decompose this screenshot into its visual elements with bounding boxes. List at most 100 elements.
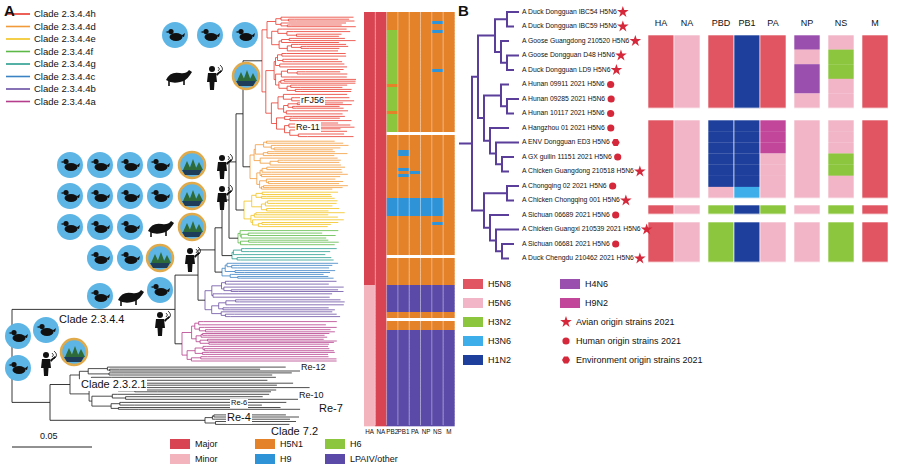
heatmap-cell [421,297,433,300]
heatmap-cell [364,45,376,48]
heatmap-cell [432,159,444,162]
heatmap-cell [375,18,387,21]
heatmap-cell [375,375,387,378]
heatmap-cell [443,117,455,120]
heatmap-cell [375,288,387,291]
heatmap-cell [443,315,455,318]
heatmap-cell [398,54,410,57]
heatmap-cell [409,207,421,210]
heatmap-cell [375,237,387,240]
heatmap-cell [409,12,421,15]
heatmap-cell [364,30,376,33]
heatmap-cell [387,111,399,114]
heatmap-cell [409,300,421,303]
heatmap-cell [432,264,444,267]
heatmap-outline [674,222,700,262]
heatmap-cell [443,156,455,159]
heatmap-cell [364,33,376,36]
heatmap-cell [364,54,376,57]
heatmap-cell [443,129,455,132]
heatmap-cell [387,96,399,99]
heatmap-cell [421,111,433,114]
heatmap-cell [364,366,376,369]
heatmap-cell [443,219,455,222]
heatmap-cell [443,186,455,189]
heatmap-cell [432,174,444,177]
heatmap-cell [364,201,376,204]
heatmap-cell [387,168,399,171]
heatmap-cell [375,93,387,96]
heatmap-cell [443,255,455,258]
heatmap-cell [432,21,444,24]
heatmap-cell [443,423,455,426]
heatmap-cell [432,252,444,255]
heatmap-cell [443,288,455,291]
legend-item: H9N2 [560,297,608,309]
heatmap-cell [375,33,387,36]
heatmap-cell [398,273,410,276]
heatmap-cell [443,375,455,378]
heatmap-cell [387,315,399,318]
heatmap-cell [375,24,387,27]
heatmap-cell [387,363,399,366]
human-marker [614,153,621,160]
heatmap-outline [794,222,820,262]
heatmap-cell [443,204,455,207]
gene-column-label: NA [681,18,694,28]
heatmap-cell [443,27,455,30]
legend-text: Minor [195,454,218,464]
heatmap-cell [387,396,399,399]
heatmap-cell [375,162,387,165]
heatmap-cell [432,261,444,264]
heatmap-cell [398,267,410,270]
heatmap-cell [443,261,455,264]
legend-item: H5N1 [255,438,303,450]
heatmap-cell [421,372,433,375]
heatmap-cell [398,42,410,45]
heatmap-cell [409,150,421,153]
heatmap-cell [409,345,421,348]
heatmap-cell [432,384,444,387]
heatmap-cell [398,261,410,264]
host-icon [179,183,205,209]
heatmap-cell [375,246,387,249]
heatmap-cell [364,18,376,21]
heatmap-cell [421,159,433,162]
heatmap-cell [398,390,410,393]
heatmap-cell [398,348,410,351]
heatmap-cell [398,387,410,390]
heatmap-cell [364,231,376,234]
heatmap-cell [387,249,399,252]
heatmap-cell [421,150,433,153]
heatmap-cell [375,159,387,162]
heatmap-cell [387,183,399,186]
heatmap-cell [364,237,376,240]
heatmap-cell [432,219,444,222]
heatmap-cell [375,372,387,375]
heatmap-cell [375,75,387,78]
heatmap-cell [443,57,455,60]
heatmap-cell [375,42,387,45]
heatmap-cell [409,213,421,216]
heatmap-cell [421,339,433,342]
heatmap-cell [398,171,410,174]
heatmap-cell [387,12,399,15]
heatmap-cell [364,369,376,372]
heatmap-cell [375,153,387,156]
heatmap-cell [432,171,444,174]
heatmap-cell [375,66,387,69]
heatmap-cell [398,18,410,21]
legend-item: H3N2 [463,316,511,328]
heatmap-cell [421,132,433,135]
heatmap-cell [375,231,387,234]
heatmap-cell [398,57,410,60]
heatmap-cell [409,375,421,378]
heatmap-cell [398,270,410,273]
heatmap-cell [674,120,700,198]
heatmap-cell [409,90,421,93]
host-icon [61,339,87,365]
heatmap-cell [375,297,387,300]
heatmap-cell [375,399,387,402]
heatmap-cell [443,306,455,309]
heatmap-cell [375,336,387,339]
